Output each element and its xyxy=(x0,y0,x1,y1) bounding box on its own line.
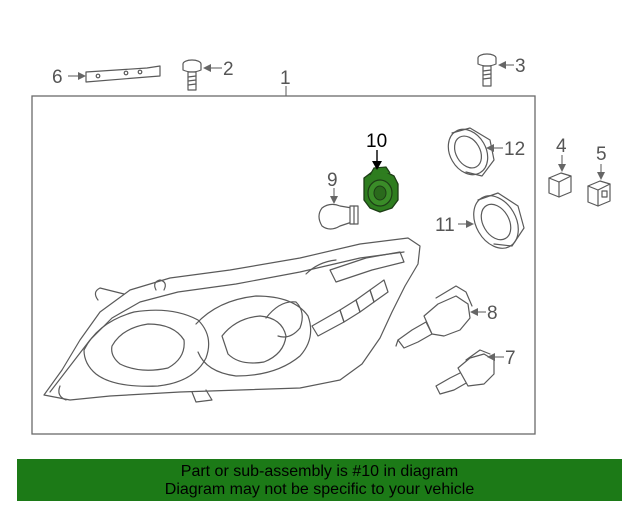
info-banner: Part or sub-assembly is #10 in diagram D… xyxy=(17,459,622,501)
p5-arrow xyxy=(597,172,605,180)
banner-line-1: Part or sub-assembly is #10 in diagram xyxy=(180,463,459,480)
p2-arrow xyxy=(203,64,211,72)
p12-arrow xyxy=(486,144,494,152)
banner-line-2: Diagram may not be specific to your vehi… xyxy=(164,481,475,498)
label-8: 8 xyxy=(487,303,498,324)
p6-arrow xyxy=(78,72,86,80)
label-9: 9 xyxy=(327,170,338,191)
p8-arrow xyxy=(470,308,478,316)
part-12-socket[interactable] xyxy=(440,122,495,182)
part-6-bracket[interactable] xyxy=(85,65,161,83)
p10-arrow xyxy=(372,161,382,170)
part-2-bolt[interactable] xyxy=(182,59,202,91)
part-10-core xyxy=(373,185,387,201)
part-11-socket[interactable] xyxy=(465,188,528,256)
p11-arrow xyxy=(466,220,474,228)
label-3: 3 xyxy=(515,56,526,77)
p7-arrow xyxy=(487,353,495,361)
headlamp-housing xyxy=(43,237,421,403)
part-5-connector[interactable] xyxy=(587,180,611,207)
label-10: 10 xyxy=(366,131,387,152)
label-7: 7 xyxy=(505,348,516,369)
part-7-bulb[interactable] xyxy=(435,349,495,395)
part-8-bulb[interactable] xyxy=(395,285,473,349)
label-1: 1 xyxy=(280,68,291,89)
parts-diagram: 1 6 2 3 4 xyxy=(31,53,611,435)
p3-arrow xyxy=(498,61,506,69)
p4-arrow xyxy=(558,164,566,172)
label-12: 12 xyxy=(504,139,525,160)
label-5: 5 xyxy=(596,144,607,165)
part-3-bolt[interactable] xyxy=(477,53,497,87)
label-11: 11 xyxy=(435,215,455,236)
part-4-connector[interactable] xyxy=(548,172,572,198)
label-6: 6 xyxy=(52,67,63,88)
part-9-bulb[interactable] xyxy=(318,203,359,230)
assembly-frame xyxy=(31,95,536,435)
part-10-tab xyxy=(369,166,391,176)
label-4: 4 xyxy=(556,136,567,157)
label-2: 2 xyxy=(223,59,234,80)
part-10-socket-highlighted[interactable] xyxy=(363,166,399,213)
p9-arrow xyxy=(330,196,338,204)
